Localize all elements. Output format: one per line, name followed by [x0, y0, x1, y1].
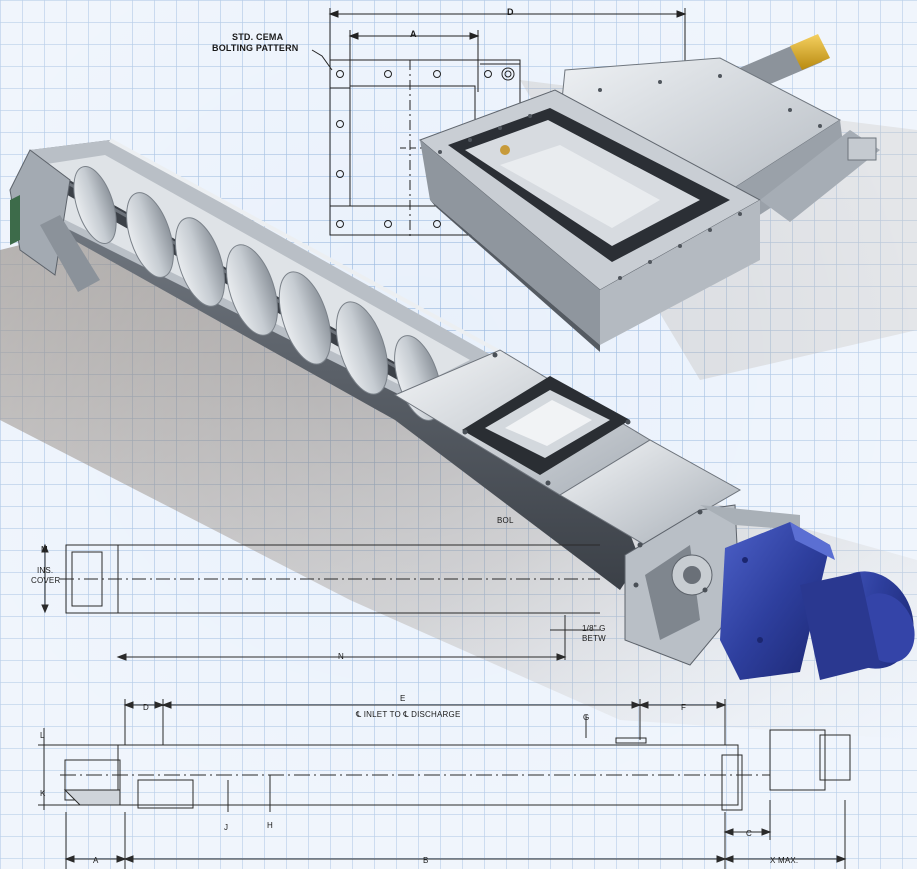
auger-flights: [73, 166, 442, 421]
dim-d-top: D: [507, 7, 514, 17]
gap-note-line2: BETW: [582, 634, 606, 643]
dim-n: N: [338, 652, 344, 661]
dim-a-top: A: [410, 29, 417, 39]
slide-gate: [419, 34, 880, 352]
dim-f: F: [681, 703, 687, 712]
dim-a-bottom: A: [93, 856, 99, 865]
ins-cover-line1: INS.: [37, 566, 54, 575]
ins-cover-line2: COVER: [31, 576, 61, 585]
dim-l: L: [40, 731, 45, 740]
bolting-note-line1: STD. CEMA: [232, 32, 284, 42]
dim-d-bottom: D: [143, 703, 149, 712]
bolt-partial-label: BOL: [497, 516, 514, 525]
screw-conveyor: [9, 138, 915, 680]
elevation-drawing: [38, 699, 851, 869]
dim-c: C: [746, 829, 752, 838]
dim-x-max: X MAX.: [770, 856, 799, 865]
dim-h: H: [267, 821, 273, 830]
bolting-note-line2: BOLTING PATTERN: [212, 43, 299, 53]
inlet-to-discharge: ℄ INLET TO ℄ DISCHARGE: [356, 710, 461, 719]
dim-m: M: [41, 545, 48, 554]
side-view-drawing: [41, 543, 600, 661]
gap-note-line1: 1/8" G: [582, 624, 606, 633]
gear-motor: [720, 522, 915, 680]
dim-g: G: [583, 713, 590, 722]
dim-k: K: [40, 789, 46, 798]
dim-b: B: [423, 856, 429, 865]
dim-e: E: [400, 694, 406, 703]
dim-j: J: [224, 823, 229, 832]
